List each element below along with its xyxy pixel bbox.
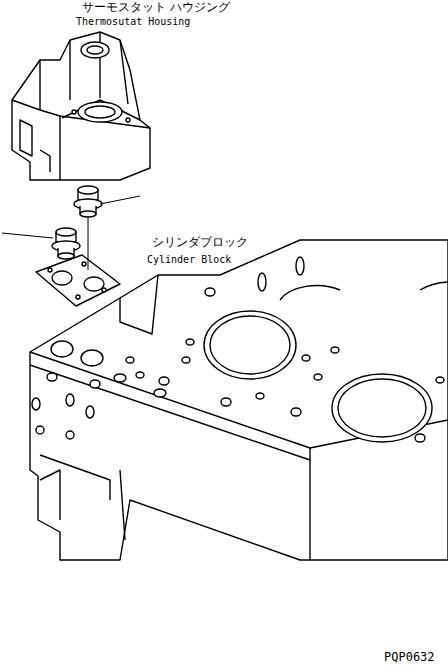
drawing-number: PQP0632	[384, 651, 435, 664]
cylinder-block	[30, 240, 448, 560]
thermostat-housing	[12, 32, 150, 180]
part-name: Thermosutat Housing	[76, 16, 190, 27]
leader-line	[2, 233, 53, 238]
thermostat	[74, 186, 102, 217]
gasket	[36, 255, 120, 306]
part-name: Cylinder Block	[147, 254, 231, 265]
leader-line	[100, 196, 140, 204]
assembly-line	[88, 214, 89, 270]
part-name-ja: サーモスタット ハウジング	[82, 1, 230, 14]
thermostat	[52, 228, 80, 259]
part-name-ja: シリンダブロック	[152, 236, 248, 249]
